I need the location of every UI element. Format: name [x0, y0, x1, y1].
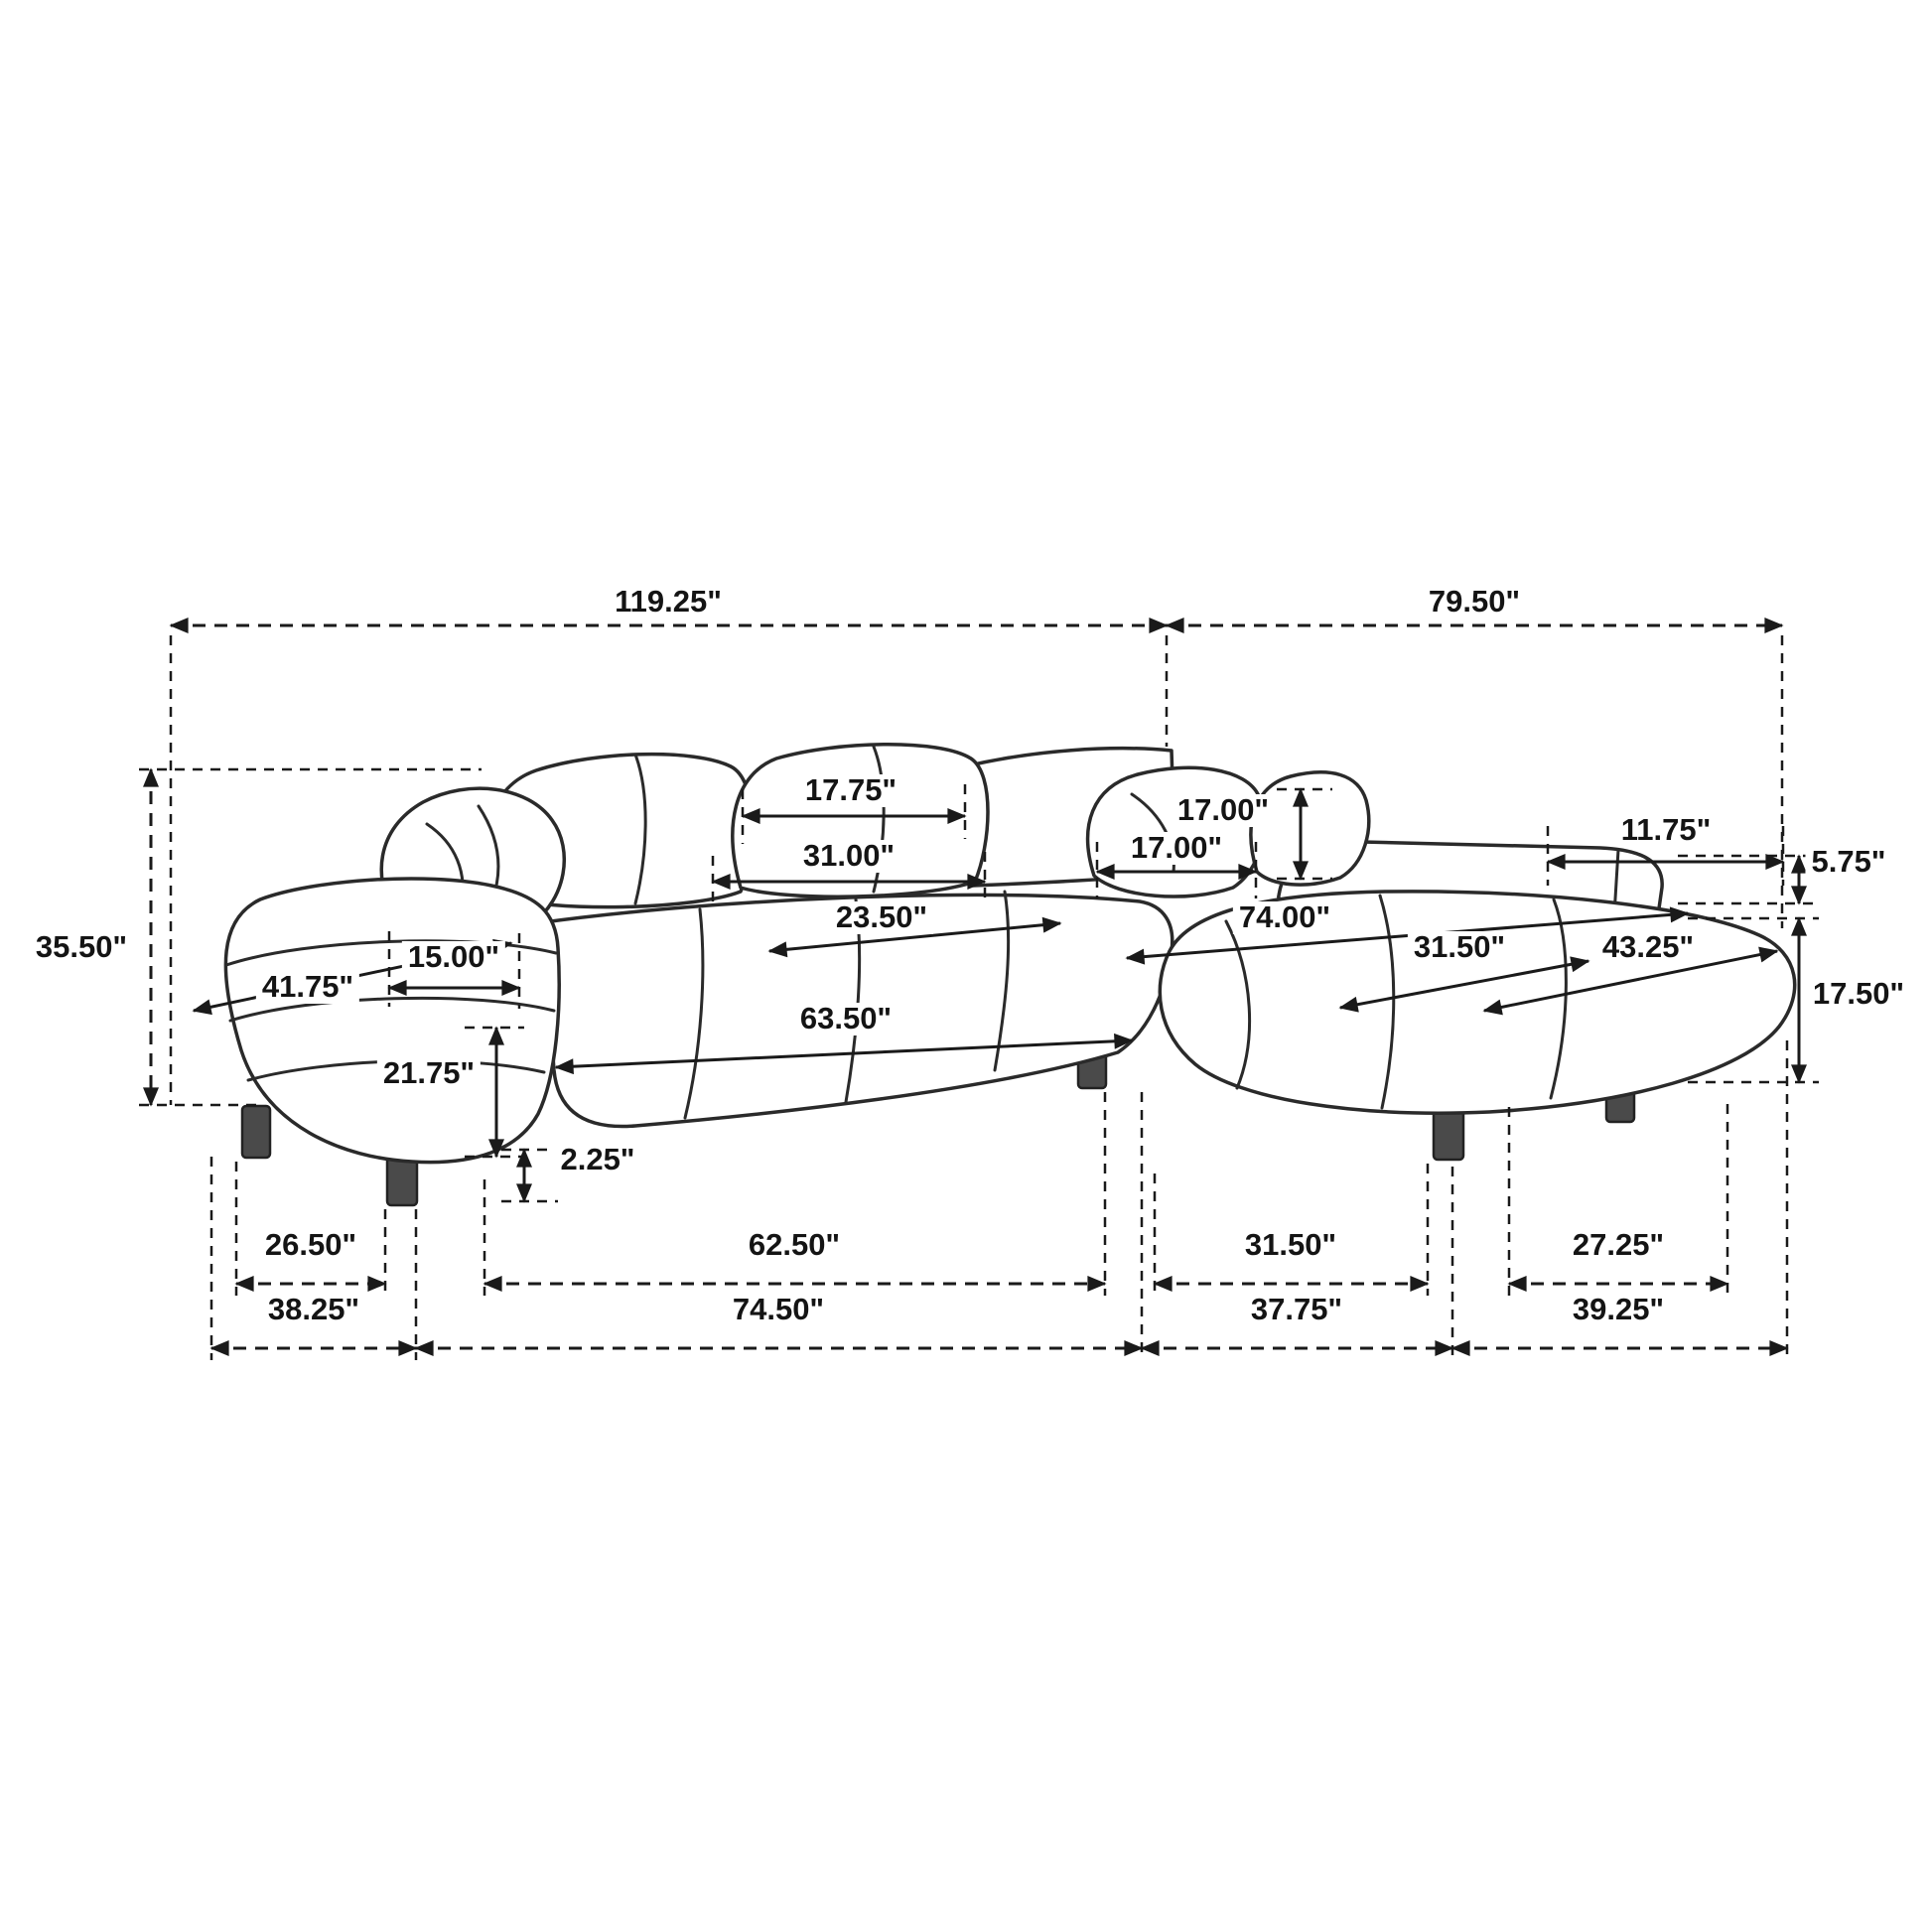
- left-arm: [223, 877, 561, 1165]
- dim-line-chaise-width: [1482, 946, 1779, 1016]
- dim-label-chaise-length: 74.00": [1232, 900, 1337, 934]
- seat-channel-1: [683, 907, 705, 1120]
- dim-label-base-depth-right: 39.25": [1566, 1293, 1671, 1326]
- dim-line-seat-width: [554, 1033, 1134, 1075]
- dim-label-arm-depth: 41.75": [255, 970, 360, 1004]
- dim-line-seat-depth: [767, 916, 1062, 958]
- back-cushion-right: [731, 743, 990, 898]
- dim-label-arm-front-height: 21.75": [376, 1056, 482, 1090]
- dim-label-leg-height: 2.25": [554, 1143, 641, 1176]
- dim-label-right-arm-rise: 5.75": [1805, 845, 1892, 879]
- dim-label-pillow-height: 17.00": [1171, 793, 1276, 827]
- dim-label-leg-span-right-inner: 31.50": [1238, 1228, 1343, 1262]
- dim-label-back-cushion-base-width: 31.00": [796, 839, 901, 873]
- dim-label-right-arm-width: 11.75": [1614, 813, 1718, 847]
- dim-label-arm-top-width: 15.00": [401, 940, 506, 974]
- leg-left-rear: [240, 1104, 272, 1160]
- dim-label-pillow-width: 17.00": [1124, 831, 1229, 865]
- dim-label-leg-span-center: 62.50": [742, 1228, 847, 1262]
- dim-label-chaise-width: 43.25": [1595, 930, 1701, 964]
- dim-label-leg-span-left: 26.50": [258, 1228, 363, 1262]
- dim-label-base-width-right-inner: 37.75": [1244, 1293, 1349, 1326]
- accent-pillow-rear: [1249, 770, 1371, 887]
- dim-label-back-cushion-width: 17.75": [798, 773, 903, 807]
- dim-label-seat-depth: 23.50": [829, 900, 934, 934]
- dim-label-base-width-center: 74.50": [726, 1293, 831, 1326]
- dim-label-seat-height: 17.50": [1806, 977, 1911, 1011]
- dim-label-base-depth-left: 38.25": [261, 1293, 366, 1326]
- dim-label-seat-width: 63.50": [793, 1002, 898, 1035]
- dim-label-overall-right-width: 79.50": [1422, 585, 1527, 619]
- dim-label-leg-span-right: 27.25": [1566, 1228, 1671, 1262]
- dim-label-chaise-seat-width: 31.50": [1407, 930, 1512, 964]
- dim-label-overall-left-width: 119.25": [609, 585, 728, 619]
- dim-label-overall-height: 35.50": [29, 930, 134, 964]
- dim-line-chaise-length: [1125, 906, 1690, 965]
- sofa-drawing: [223, 743, 1797, 1207]
- back-cushion-left-crease: [633, 753, 647, 905]
